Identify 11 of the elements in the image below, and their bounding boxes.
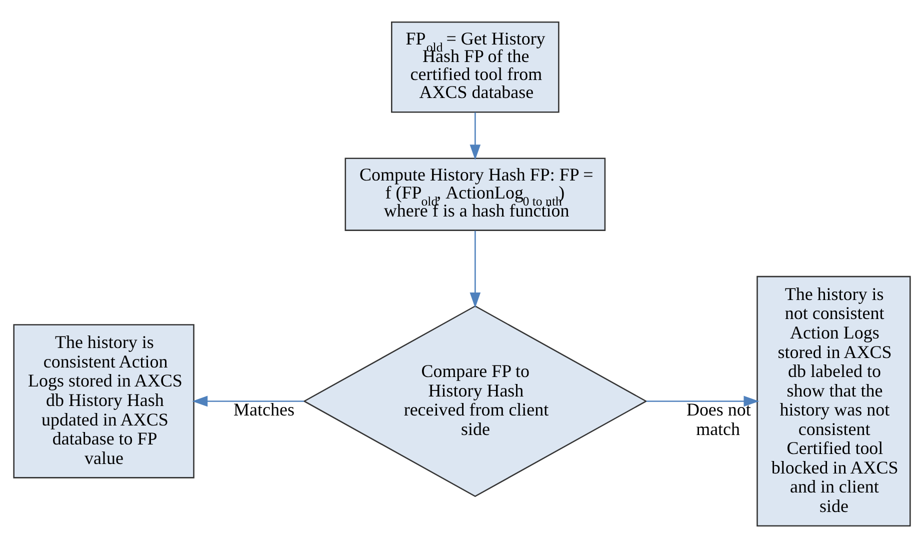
node-box: The history is consistent Action Logs stored in AXCS db History Hash updated in AXCS database to FP value [13,324,194,478]
node-box: FP$_{old}$ = Get History Hash FP of the certified tool from AXCS database [391,21,560,112]
node-box: The history is not consistent Action Logs stored in AXCS db labeled to show that the history was not consistent Certified tool blocked in AXCS and in client side [756,275,911,526]
arrow [470,230,481,308]
node-box: Compute History Hash FP: FP = f (FP$_{old}$, ActionLog$_{0 to nth}$) where f is a hash function [344,157,606,230]
arrow [192,395,304,406]
node-diamond: Compare FP to History Hash received from client side [302,304,648,497]
arrow [646,395,760,406]
arrow [470,112,481,160]
edge-label: Matches [234,399,294,420]
edge-label: Does not match [686,399,751,438]
